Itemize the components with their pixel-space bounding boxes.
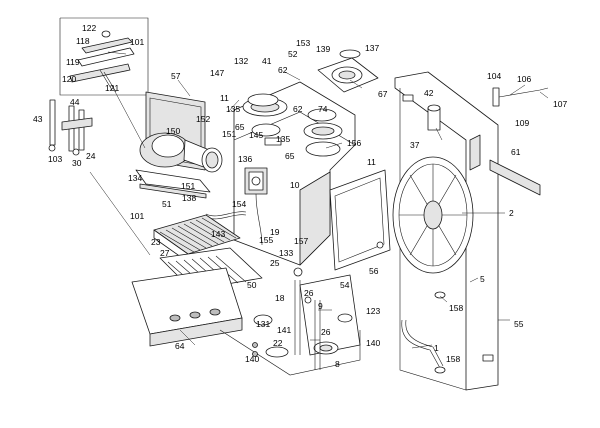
boiler-frame — [394, 71, 499, 391]
callout-65-lower: 65 — [285, 151, 295, 161]
callout-151-lower: 151 — [181, 181, 195, 191]
callout-155: 155 — [259, 235, 273, 245]
callout-133: 133 — [279, 248, 293, 258]
inset-detail-box — [59, 17, 149, 96]
callout-37: 37 — [410, 140, 420, 150]
callout-41: 41 — [262, 56, 272, 66]
callout-18: 18 — [275, 293, 285, 303]
callout-54: 54 — [340, 280, 350, 290]
front-plate — [329, 169, 391, 271]
callout-122: 122 — [82, 23, 96, 33]
callout-74: 74 — [318, 104, 328, 114]
callout-137: 137 — [365, 43, 379, 53]
callout-106: 106 — [517, 74, 531, 84]
callout-121: 121 — [105, 83, 119, 93]
callout-24: 24 — [86, 151, 96, 161]
callout-157: 157 — [294, 236, 308, 246]
callout-150: 150 — [166, 126, 180, 136]
callout-27: 27 — [160, 248, 170, 258]
auto-air-vent — [427, 104, 441, 131]
bypass-pipe — [401, 291, 446, 374]
sensor-bracket — [492, 87, 549, 107]
callout-151-upper: 151 — [222, 129, 236, 139]
callout-11-upper: 11 — [220, 93, 229, 103]
callout-107: 107 — [553, 99, 567, 109]
callout-8: 8 — [335, 359, 340, 369]
callout-65-upper: 65 — [235, 122, 245, 132]
finned-exchanger — [153, 214, 241, 263]
callout-5: 5 — [480, 274, 485, 284]
callout-101-lower: 101 — [130, 211, 144, 221]
burner-base — [131, 267, 243, 347]
side-bracket — [489, 159, 541, 196]
callout-135-lower: 135 — [276, 134, 290, 144]
callout-30: 30 — [72, 158, 82, 168]
callout-44: 44 — [70, 97, 80, 107]
callout-101: 101 — [130, 37, 144, 47]
callout-labels: 122 118 101 119 120 121 57 147 132 41 15… — [33, 23, 567, 369]
expansion-vessel — [392, 156, 474, 274]
callout-11-lower: 11 — [367, 157, 376, 167]
flue-connection — [317, 49, 379, 93]
callout-61: 61 — [511, 147, 521, 157]
callout-140-lower: 140 — [245, 354, 259, 364]
callout-154: 154 — [232, 199, 246, 209]
callout-135-upper: 135 — [226, 104, 240, 114]
callout-26-upper: 26 — [304, 288, 314, 298]
callout-140-right: 140 — [366, 338, 380, 348]
callout-25: 25 — [270, 258, 280, 268]
callout-64: 64 — [175, 341, 185, 351]
callout-134: 134 — [128, 173, 142, 183]
callout-52: 52 — [288, 49, 298, 59]
callout-123: 123 — [366, 306, 380, 316]
callout-139: 139 — [316, 44, 330, 54]
callout-158-upper: 158 — [449, 303, 463, 313]
callout-147: 147 — [210, 68, 224, 78]
callout-19: 19 — [270, 227, 280, 237]
gasket-set — [247, 93, 337, 146]
callout-158-lower: 158 — [446, 354, 460, 364]
gas-valve — [244, 167, 268, 246]
callout-9: 9 — [318, 301, 323, 311]
callout-1: 1 — [434, 343, 439, 353]
callout-118: 118 — [76, 36, 90, 46]
callout-143: 143 — [211, 229, 225, 239]
callout-152: 152 — [196, 114, 210, 124]
callout-57: 57 — [171, 71, 181, 81]
callout-120: 120 — [62, 74, 76, 84]
callout-109: 109 — [515, 118, 529, 128]
callout-104: 104 — [487, 71, 501, 81]
base-tray — [219, 329, 361, 376]
callout-136: 136 — [238, 154, 252, 164]
callout-10: 10 — [290, 180, 300, 190]
callout-145: 145 — [249, 130, 263, 140]
flow-return-pipes — [293, 267, 321, 370]
callout-51: 51 — [162, 199, 172, 209]
callout-2: 2 — [509, 208, 514, 218]
callout-141: 141 — [277, 325, 291, 335]
callout-23: 23 — [151, 237, 161, 247]
callout-156: 156 — [347, 138, 361, 148]
callout-132: 132 — [234, 56, 248, 66]
callout-119: 119 — [66, 57, 80, 67]
burner-tray — [135, 169, 211, 199]
callout-26-lower: 26 — [321, 327, 331, 337]
callout-103: 103 — [48, 154, 62, 164]
callout-131: 131 — [256, 319, 270, 329]
callout-67: 67 — [378, 89, 388, 99]
callout-56: 56 — [369, 266, 379, 276]
electrode-assembly — [48, 99, 93, 156]
fan-assembly — [139, 132, 223, 173]
callout-138: 138 — [182, 193, 196, 203]
leader-lines — [89, 51, 549, 349]
callout-42: 42 — [424, 88, 434, 98]
callout-55: 55 — [514, 319, 524, 329]
callout-62-lower: 62 — [293, 104, 303, 114]
callout-22: 22 — [273, 338, 283, 348]
callout-153: 153 — [296, 38, 310, 48]
callout-62-upper: 62 — [278, 65, 288, 75]
callout-43: 43 — [33, 114, 43, 124]
callout-50: 50 — [247, 280, 257, 290]
